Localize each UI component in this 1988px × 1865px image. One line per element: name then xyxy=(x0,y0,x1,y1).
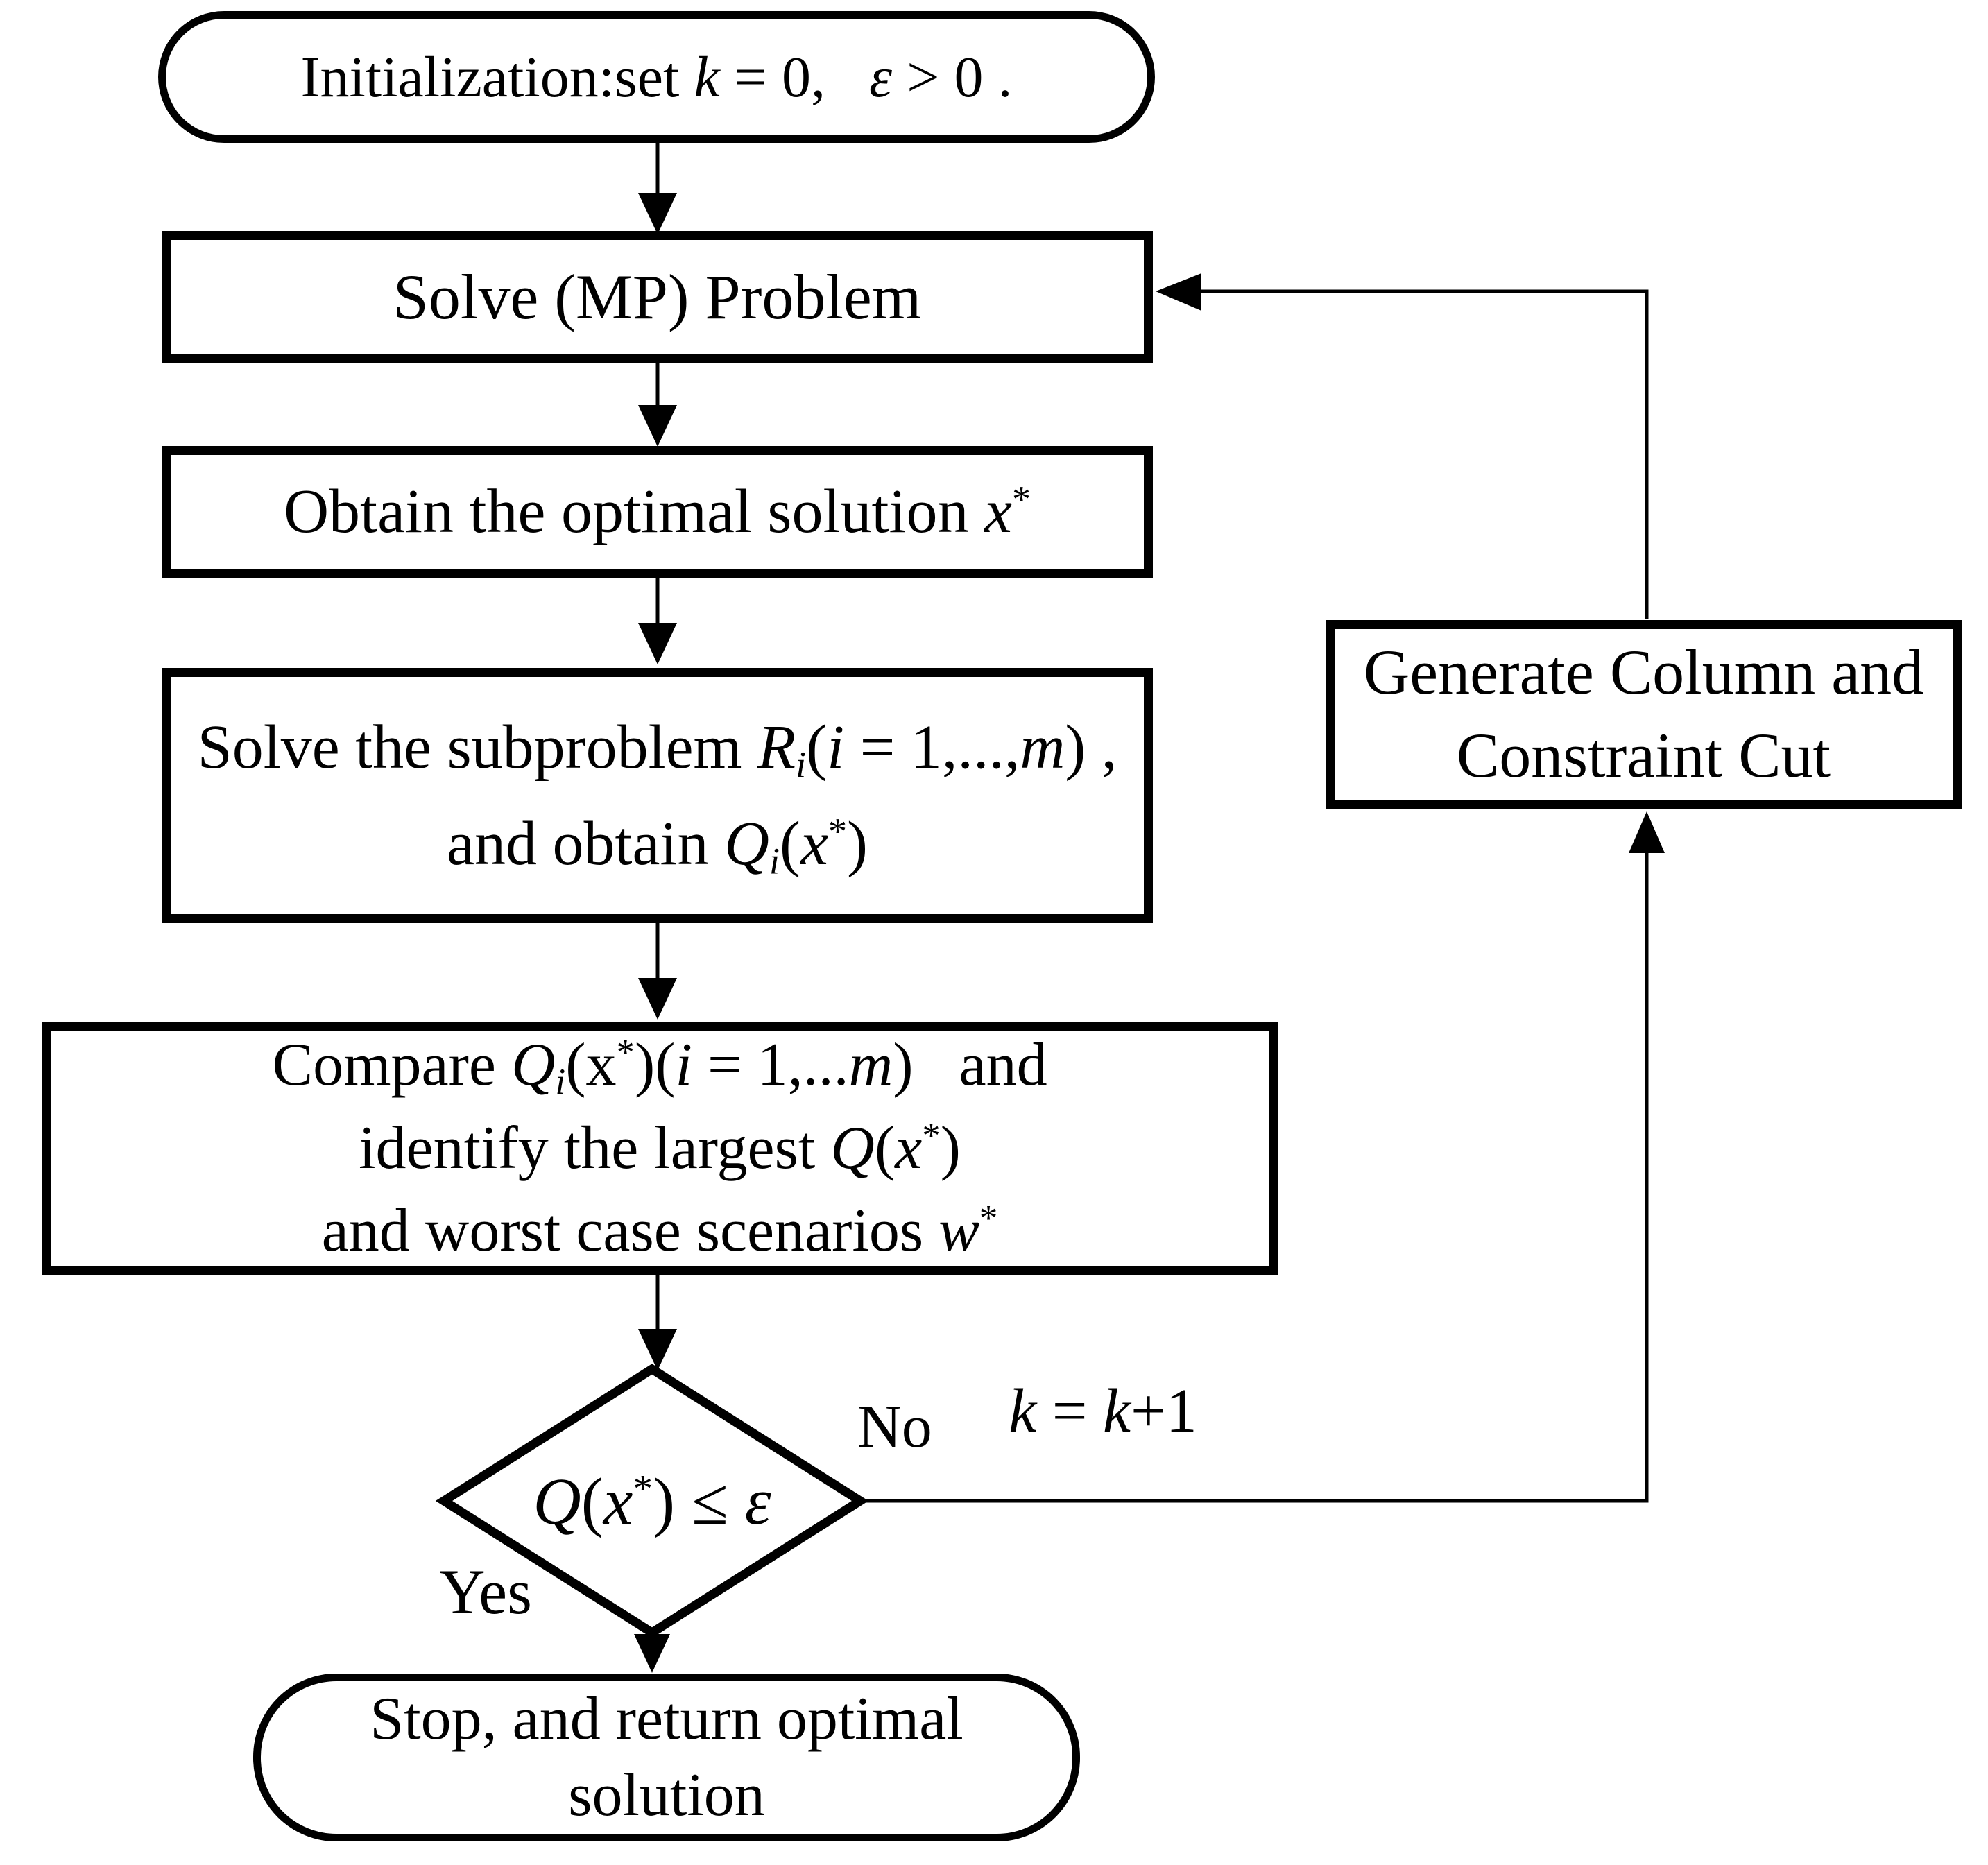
solve-subproblem-line1: Solve the subproblem Ri(i = 1,...,m) , xyxy=(197,712,1117,785)
solve-subproblem-line2: and obtain Qi(x*) xyxy=(447,809,868,882)
decision-node-label: Q(x*) ≤ ε xyxy=(444,1453,860,1550)
yes-edge-label: Yes xyxy=(439,1556,532,1627)
generate-cut-line2: Constraint Cut xyxy=(1456,720,1831,791)
arrow-subproblem-to-compare-head xyxy=(638,978,677,1020)
compare-line2: identify the largest Q(x*) xyxy=(359,1114,961,1182)
obtain-solution-node-label: Obtain the optimal solution x* xyxy=(284,476,1031,546)
arrow-start-to-solve-head xyxy=(638,193,677,234)
compare-line1: Compare Qi(x*)(i = 1,...m) and xyxy=(272,1031,1047,1103)
solve-mp-node-label: Solve (MP) Problem xyxy=(393,261,922,332)
solve-subproblem-node: Solve the subproblem Ri(i = 1,...,m) , a… xyxy=(162,668,1153,923)
compare-node: Compare Qi(x*)(i = 1,...m) and identify … xyxy=(42,1022,1278,1275)
generate-cut-line1: Generate Column and xyxy=(1363,637,1924,708)
no-branch-arrowhead xyxy=(1629,811,1665,853)
arrow-compare-to-decision-head xyxy=(638,1329,677,1370)
stop-node-line2: solution xyxy=(568,1762,765,1829)
solve-mp-node: Solve (MP) Problem xyxy=(162,231,1153,363)
decision-condition: Q(x*) ≤ ε xyxy=(533,1464,771,1538)
no-branch-line xyxy=(860,853,1649,1503)
no-edge-label: No xyxy=(857,1393,932,1461)
arrow-obtain-to-subproblem-head xyxy=(638,623,677,664)
arrow-decision-to-stop-head xyxy=(634,1634,670,1673)
compare-line3: and worst case scenarios w* xyxy=(321,1197,998,1265)
arrow-solve-to-obtain-head xyxy=(638,405,677,447)
generate-cut-node: Generate Column and Constraint Cut xyxy=(1326,620,1962,809)
stop-node-line1: Stop, and return optimal xyxy=(370,1685,963,1753)
loop-return-line xyxy=(1201,289,1649,619)
start-node: Initialization:set k = 0, ε > 0 . xyxy=(158,11,1155,143)
k-increment-label: k = k+1 xyxy=(1009,1377,1197,1445)
stop-node: Stop, and return optimal solution xyxy=(253,1674,1080,1841)
loop-return-arrowhead xyxy=(1156,273,1201,311)
start-node-label: Initialization:set k = 0, ε > 0 . xyxy=(300,44,1013,110)
obtain-solution-node: Obtain the optimal solution x* xyxy=(162,446,1153,578)
